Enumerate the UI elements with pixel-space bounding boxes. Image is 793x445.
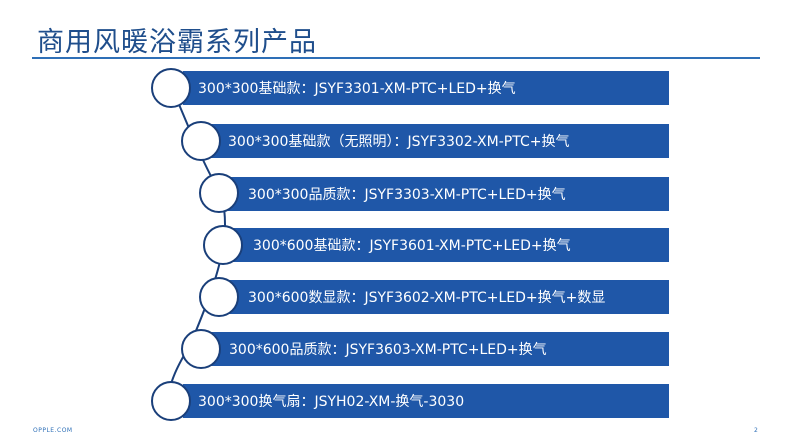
slide-title: 商用风暖浴霸系列产品 bbox=[37, 27, 317, 58]
product-bar-1: 300*300基础款：JSYF3301-XM-PTC+LED+换气 bbox=[183, 71, 669, 105]
product-bar-3: 300*300品质款：JSYF3303-XM-PTC+LED+换气 bbox=[228, 177, 669, 211]
timeline-node-3 bbox=[199, 173, 239, 213]
title-underline bbox=[32, 57, 760, 59]
timeline-node-2 bbox=[181, 121, 221, 161]
timeline-node-6 bbox=[181, 329, 221, 369]
product-bar-2: 300*300基础款（无照明）：JSYF3302-XM-PTC+换气 bbox=[211, 124, 669, 158]
product-label: 300*300基础款：JSYF3301-XM-PTC+LED+换气 bbox=[198, 81, 516, 97]
timeline-node-4 bbox=[203, 225, 243, 265]
product-bar-7: 300*300换气扇：JSYH02-XM-换气-3030 bbox=[183, 384, 669, 418]
product-bar-4: 300*600基础款：JSYF3601-XM-PTC+LED+换气 bbox=[233, 228, 669, 262]
product-bar-6: 300*600品质款：JSYF3603-XM-PTC+LED+换气 bbox=[211, 332, 669, 366]
product-label: 300*300换气扇：JSYH02-XM-换气-3030 bbox=[198, 394, 465, 410]
timeline-node-1 bbox=[151, 68, 191, 108]
product-label: 300*300品质款：JSYF3303-XM-PTC+LED+换气 bbox=[248, 187, 566, 203]
product-label: 300*300基础款（无照明）：JSYF3302-XM-PTC+换气 bbox=[228, 134, 570, 150]
product-label: 300*600品质款：JSYF3603-XM-PTC+LED+换气 bbox=[229, 342, 547, 358]
product-bar-5: 300*600数显款：JSYF3602-XM-PTC+LED+换气+数显 bbox=[228, 280, 669, 314]
timeline-node-7 bbox=[151, 381, 191, 421]
page-number: 2 bbox=[754, 427, 758, 434]
footer-brand: OPPLE.COM bbox=[33, 427, 73, 434]
product-label: 300*600数显款：JSYF3602-XM-PTC+LED+换气+数显 bbox=[248, 290, 606, 306]
timeline-node-5 bbox=[199, 277, 239, 317]
product-label: 300*600基础款：JSYF3601-XM-PTC+LED+换气 bbox=[253, 238, 571, 254]
